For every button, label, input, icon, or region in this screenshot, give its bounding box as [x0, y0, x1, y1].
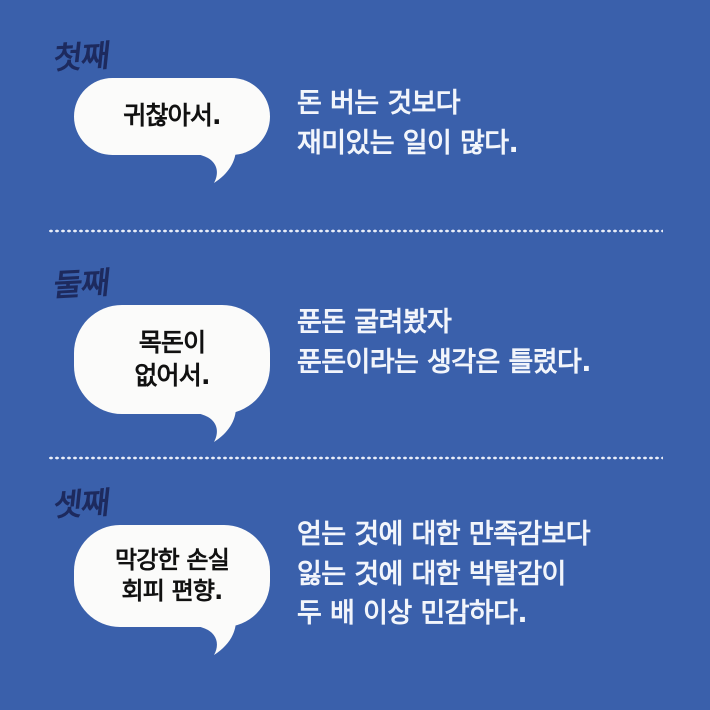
reason-copy-1: 돈 버는 것보다 재미있는 일이 많다.: [297, 84, 519, 163]
ordinal-label-3: 셋째: [51, 485, 112, 524]
section-divider-1: [48, 229, 663, 233]
ordinal-label-1: 첫째: [51, 38, 112, 77]
speech-bubble-tail-icon-2: [178, 407, 240, 447]
bubble-text-line: 목돈이: [138, 328, 206, 357]
speech-bubble-tail-icon-1: [178, 147, 240, 188]
reason-section-3: 셋째 막강한 손실 회피 편향. 얻는 것에 대한 만족감보다 잃는 것에 대한…: [0, 483, 710, 683]
bubble-text-line: 막강한 손실: [115, 546, 230, 574]
reason-section-2: 둘째 목돈이 없어서. 푼돈 굴려봤자 푼돈이라는 생각은 틀렸다.: [0, 263, 710, 448]
copy-text-line: 푼돈이라는 생각은 틀렸다.: [297, 346, 592, 378]
speech-bubble-2: 목돈이 없어서.: [74, 305, 270, 442]
copy-text-line: 재미있는 일이 많다.: [297, 127, 519, 159]
bubble-text-line: 귀찮아서.: [123, 101, 221, 130]
speech-bubble-3: 막강한 손실 회피 편향.: [74, 525, 270, 656]
copy-text-line: 얻는 것에 대한 만족감보다: [297, 519, 591, 550]
copy-text-line: 잃는 것에 대한 박탈감이: [297, 558, 566, 590]
speech-bubble-body-2: 목돈이 없어서.: [74, 305, 270, 414]
ordinal-label-2: 둘째: [51, 265, 112, 304]
speech-bubble-body-3: 막강한 손실 회피 편향.: [74, 525, 270, 628]
speech-bubble-1: 귀찮아서.: [74, 78, 270, 183]
reason-section-1: 첫째 귀찮아서. 돈 버는 것보다 재미있는 일이 많다.: [0, 36, 710, 221]
copy-text-line: 두 배 이상 민감하다.: [297, 598, 528, 630]
bubble-text-line: 회피 편향.: [121, 577, 224, 606]
bubble-text-line: 없어서.: [134, 360, 210, 390]
speech-bubble-body-1: 귀찮아서.: [74, 78, 270, 155]
speech-bubble-tail-icon-3: [178, 620, 240, 660]
reason-copy-2: 푼돈 굴려봤자 푼돈이라는 생각은 틀렸다.: [297, 303, 592, 382]
copy-text-line: 푼돈 굴려봤자: [297, 307, 452, 338]
reason-copy-3: 얻는 것에 대한 만족감보다 잃는 것에 대한 박탈감이 두 배 이상 민감하다…: [297, 515, 591, 634]
copy-text-line: 돈 버는 것보다: [297, 88, 461, 119]
section-divider-2: [48, 456, 663, 460]
